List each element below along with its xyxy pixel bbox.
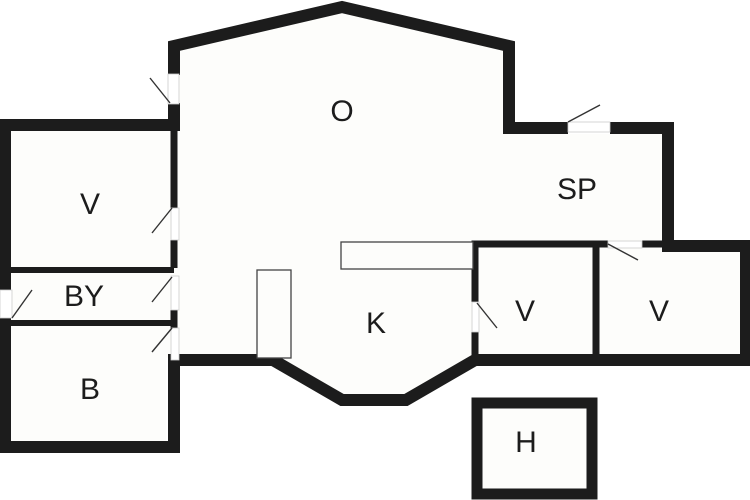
room-label-v-middle: V xyxy=(514,295,536,328)
room-label-k: K xyxy=(365,307,387,340)
doors xyxy=(0,73,643,361)
room-label-by: BY xyxy=(63,280,105,313)
room-label-v-left: V xyxy=(79,188,101,221)
wall-v-left-top xyxy=(0,119,174,290)
floor-fill xyxy=(8,8,744,492)
wall-b-bottom xyxy=(0,240,750,453)
kitchen-counters xyxy=(256,241,474,359)
wall-o-roof xyxy=(168,0,568,134)
wall-h xyxy=(471,397,598,500)
wall-sp-top xyxy=(610,122,746,252)
room-label-b: B xyxy=(79,373,101,406)
room-label-sp: SP xyxy=(556,173,598,206)
room-label-h: H xyxy=(515,426,537,459)
counter-vertical xyxy=(256,269,292,359)
room-label-v-right: V xyxy=(648,295,670,328)
counter-horizontal xyxy=(340,241,474,270)
room-label-o: O xyxy=(330,95,354,128)
